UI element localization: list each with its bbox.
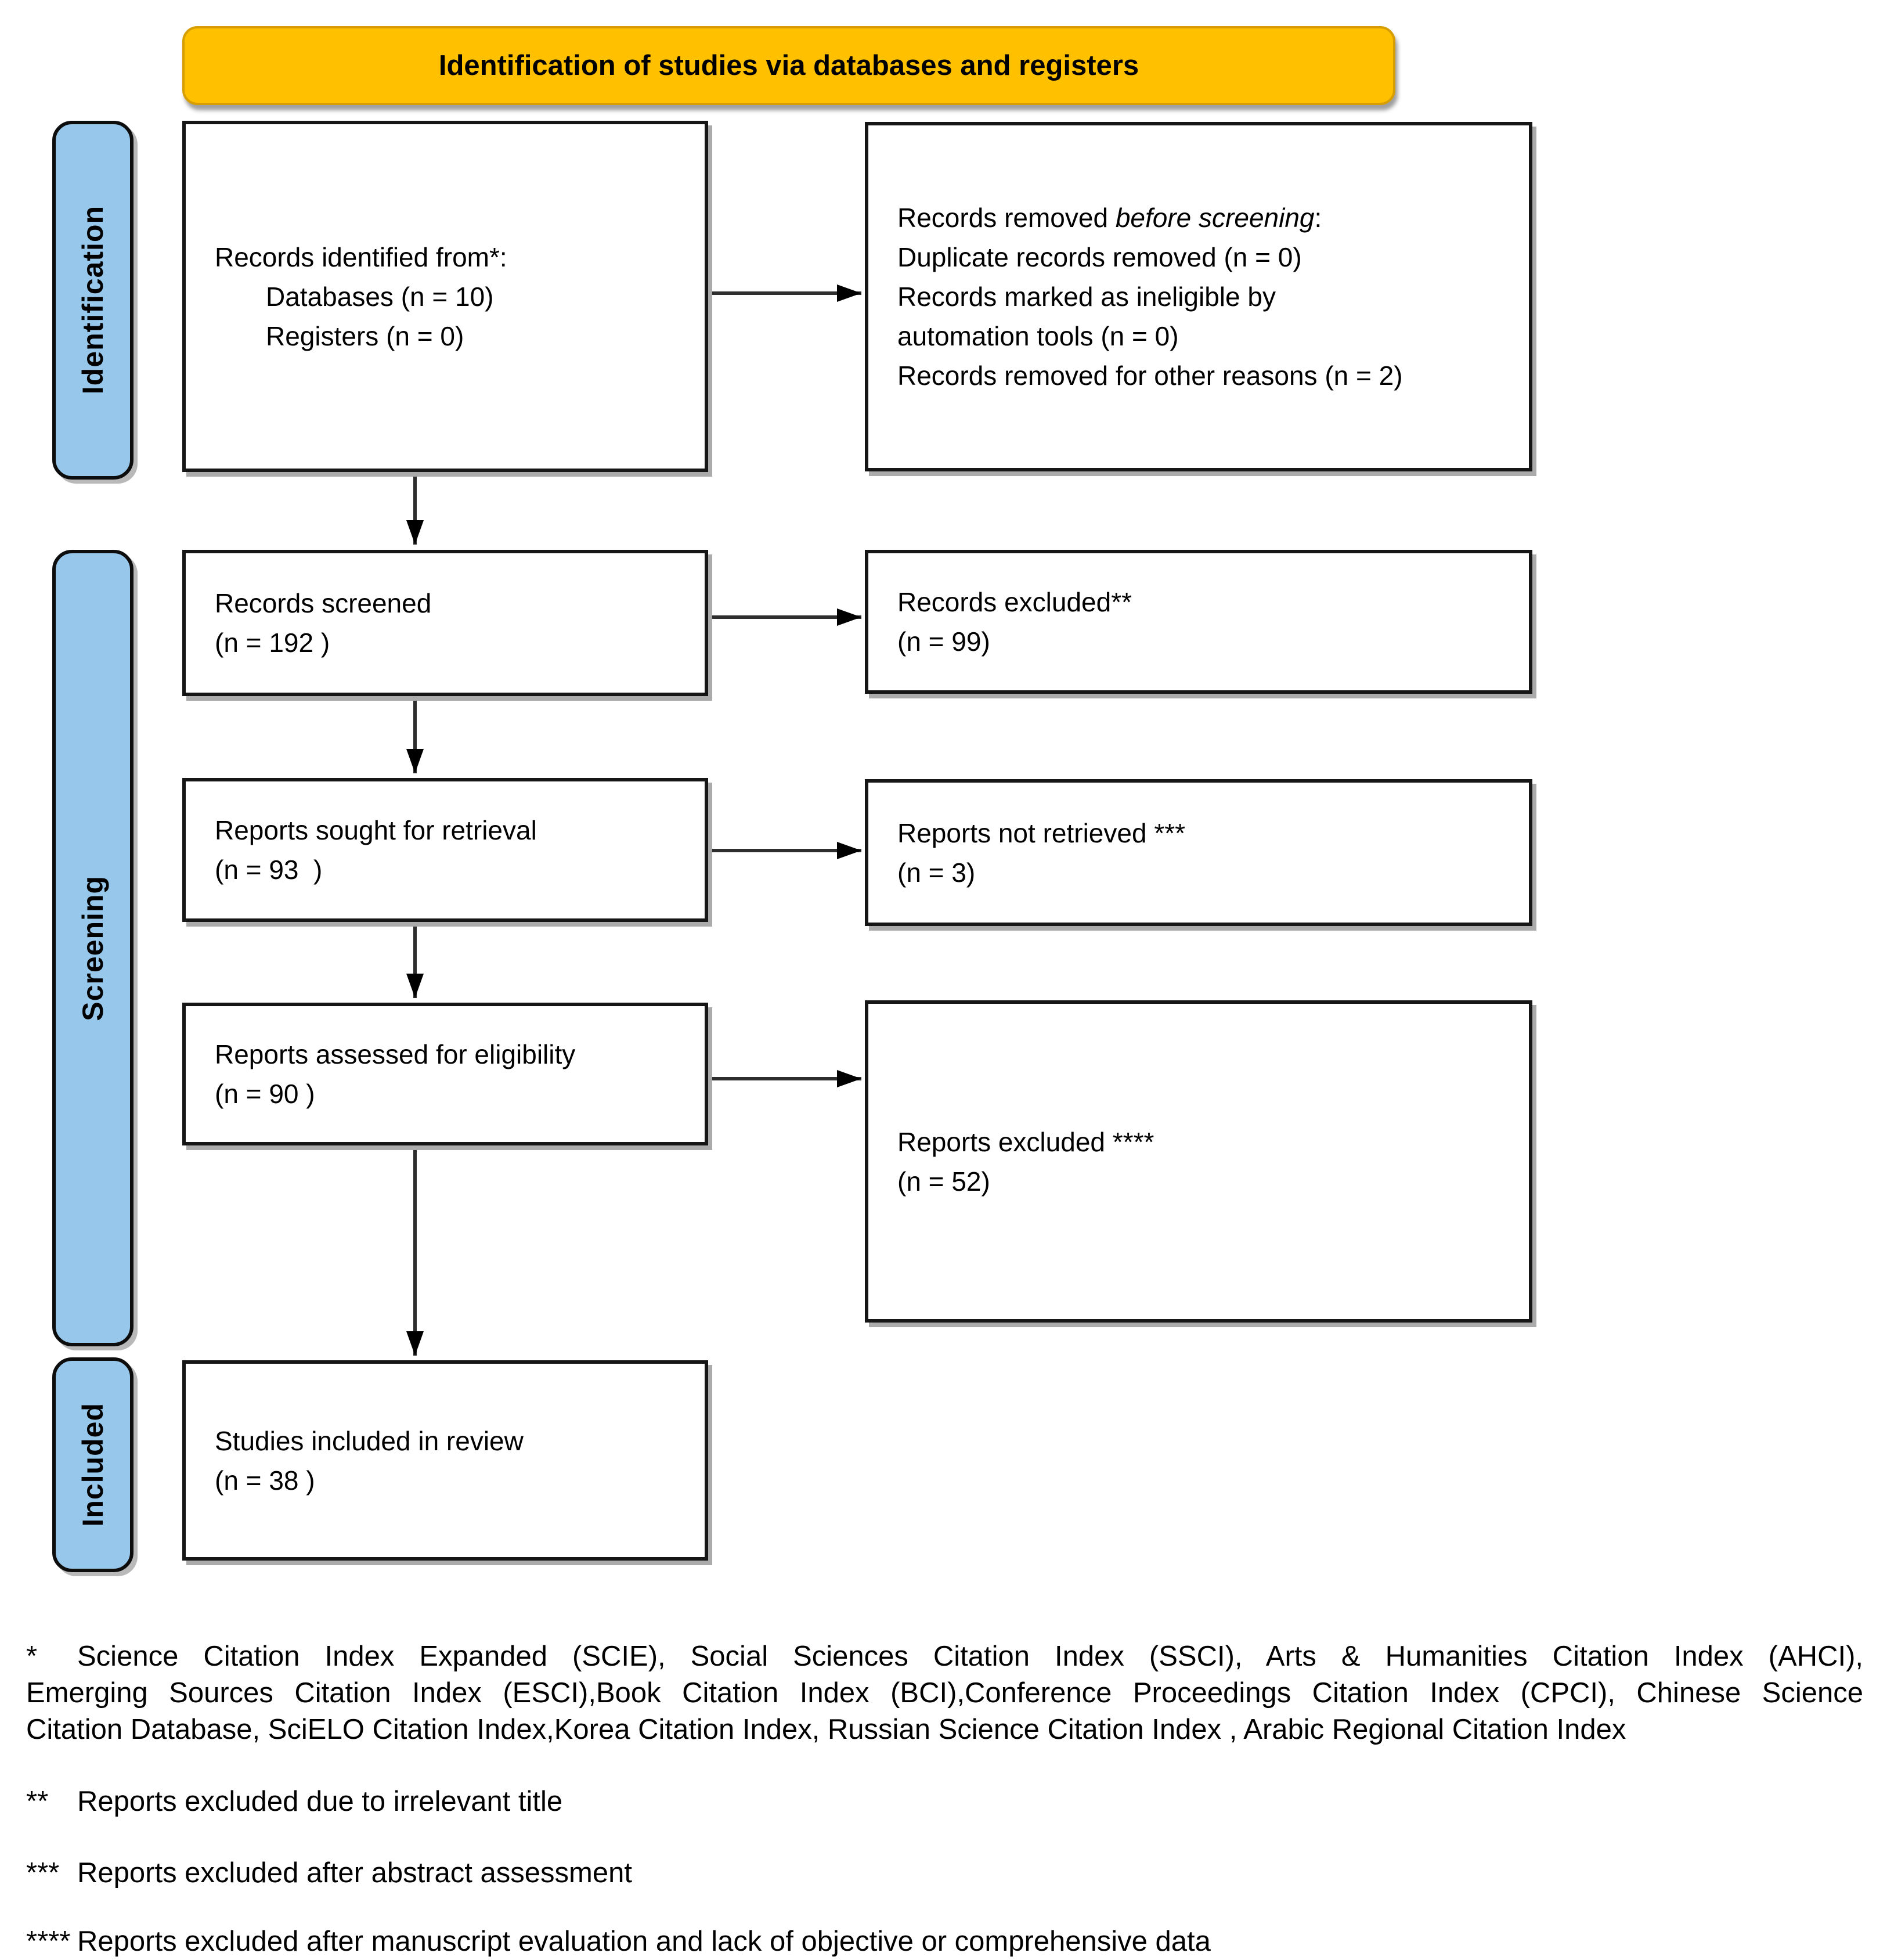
footnote-databases-text1: Science Citation Index Expanded (SCIE), … — [77, 1641, 1863, 1672]
box-studies-included: Studies included in review (n = 38 ) — [182, 1360, 708, 1561]
records-removed-intro: Records removed before screening: — [897, 198, 1511, 237]
reports-sought-label: Reports sought for retrieval — [215, 815, 537, 845]
footnote-databases-line1: * Science Citation Index Expanded (SCIE),… — [26, 1638, 1863, 1675]
diagram-title: Identification of studies via databases … — [438, 50, 1139, 81]
records-removed-intro-suffix: : — [1314, 203, 1322, 233]
diagram-title-banner: Identification of studies via databases … — [182, 26, 1395, 105]
box-reports-not-retrieved: Reports not retrieved *** (n = 3) — [865, 779, 1532, 926]
reports-excluded-label: Reports excluded **** — [897, 1126, 1154, 1157]
footnote-manuscript-evaluation-marker: **** — [26, 1926, 71, 1957]
footnote-abstract-assessment-marker: *** — [26, 1857, 60, 1889]
records-removed-ineligible-1: Records marked as ineligible by — [897, 282, 1276, 312]
stage-label-identification: Identification — [52, 121, 134, 480]
records-excluded-count: (n = 99) — [897, 626, 990, 657]
box-reports-excluded: Reports excluded **** (n = 52) — [865, 1000, 1532, 1323]
footnote-manuscript-evaluation-text: Reports excluded after manuscript evalua… — [77, 1926, 1211, 1957]
box-reports-sought: Reports sought for retrieval (n = 93 ) — [182, 778, 708, 922]
studies-included-label: Studies included in review — [215, 1425, 524, 1456]
stage-label-screening: Screening — [52, 550, 134, 1346]
studies-included-count: (n = 38 ) — [215, 1465, 315, 1496]
reports-assessed-label: Reports assessed for eligibility — [215, 1039, 576, 1069]
footnote-irrelevant-title-text: Reports excluded due to irrelevant title — [77, 1786, 563, 1817]
records-identified-line1: Records identified from*: — [215, 242, 507, 272]
box-records-excluded: Records excluded** (n = 99) — [865, 550, 1532, 694]
box-records-screened: Records screened (n = 192 ) — [182, 550, 708, 696]
stage-label-included: Included — [52, 1357, 134, 1572]
records-identified-registers: Registers (n = 0) — [266, 320, 464, 351]
records-removed-intro-italic: before screening — [1115, 203, 1315, 233]
stage-label-screening-text: Screening — [77, 875, 109, 1021]
footnote-irrelevant-title-marker: ** — [26, 1786, 49, 1817]
records-screened-count: (n = 192 ) — [215, 628, 330, 658]
records-removed-duplicates: Duplicate records removed (n = 0) — [897, 242, 1302, 272]
stage-label-identification-text: Identification — [77, 206, 109, 395]
footnote-manuscript-evaluation: ****Reports excluded after manuscript ev… — [26, 1923, 1863, 1960]
box-records-removed: Records removed before screening: Duplic… — [865, 122, 1532, 471]
reports-not-retrieved-label: Reports not retrieved *** — [897, 817, 1186, 848]
footnote-databases-line3: Citation Database, SciELO Citation Index… — [26, 1714, 1626, 1745]
box-records-identified: Records identified from*: Databases (n =… — [182, 121, 708, 472]
stage-label-included-text: Included — [77, 1403, 109, 1527]
records-removed-intro-prefix: Records removed — [897, 203, 1116, 233]
records-removed-ineligible-2: automation tools (n = 0) — [897, 321, 1179, 351]
footnote-databases-marker: * — [26, 1641, 38, 1672]
footnote-databases-line2: Emerging Sources Citation Index (ESCI),B… — [26, 1677, 1863, 1709]
footnote-abstract-assessment-text: Reports excluded after abstract assessme… — [77, 1857, 632, 1889]
records-excluded-label: Records excluded** — [897, 587, 1132, 617]
box-reports-assessed: Reports assessed for eligibility (n = 90… — [182, 1003, 708, 1145]
footnote-abstract-assessment: *** Reports excluded after abstract asses… — [26, 1855, 1863, 1891]
footnote-irrelevant-title: ** Reports excluded due to irrelevant tit… — [26, 1784, 1863, 1820]
reports-excluded-count: (n = 52) — [897, 1166, 990, 1197]
records-identified-databases: Databases (n = 10) — [266, 281, 494, 312]
reports-sought-count: (n = 93 ) — [215, 855, 323, 885]
reports-not-retrieved-count: (n = 3) — [897, 857, 976, 888]
reports-assessed-count: (n = 90 ) — [215, 1079, 315, 1109]
records-screened-label: Records screened — [215, 588, 432, 618]
records-removed-other: Records removed for other reasons (n = 2… — [897, 361, 1403, 391]
footnote-databases: * Science Citation Index Expanded (SCIE),… — [26, 1638, 1863, 1748]
